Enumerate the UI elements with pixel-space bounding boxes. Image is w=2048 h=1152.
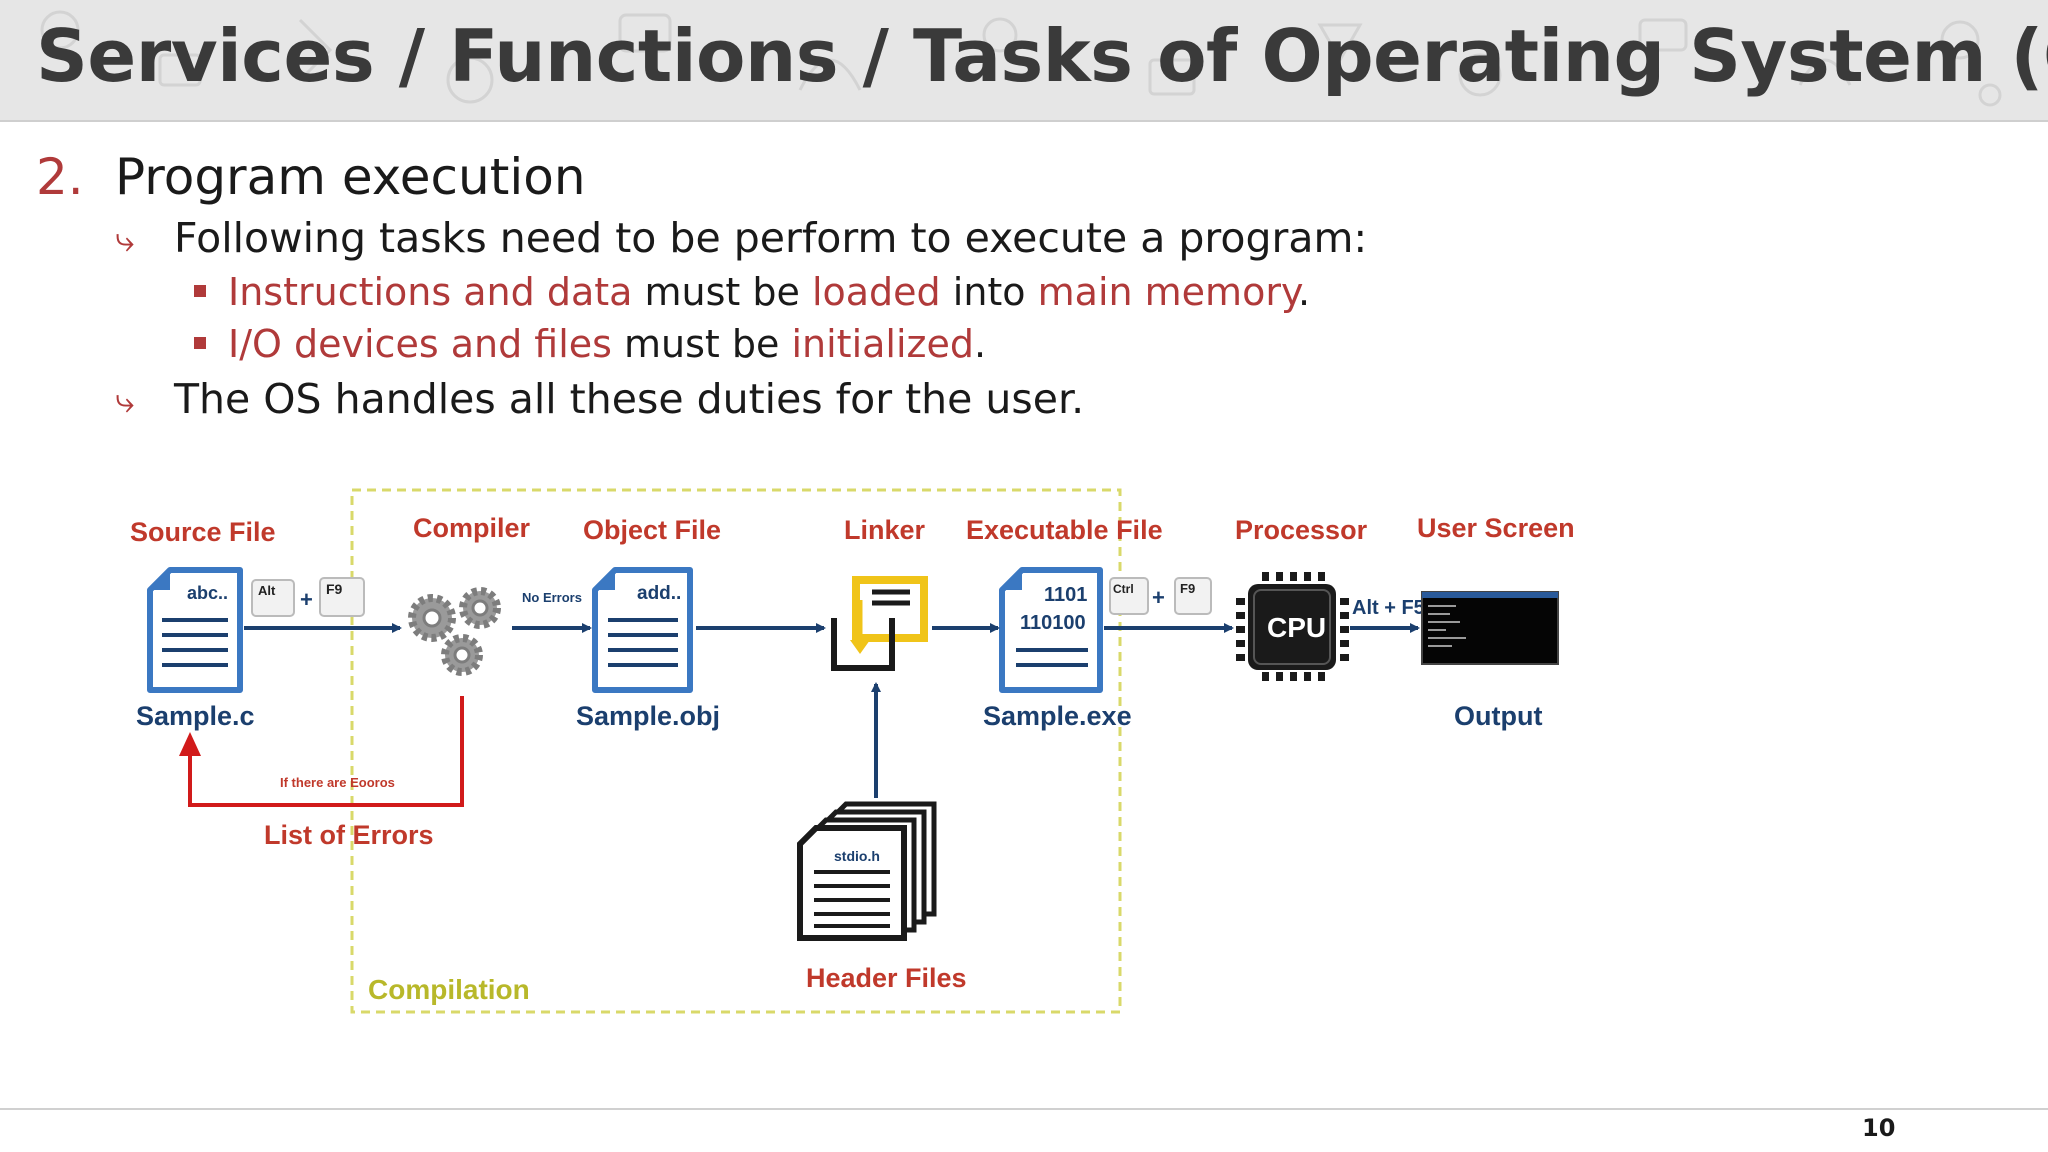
- source-file-label: Source File: [130, 517, 276, 547]
- svg-text:F9: F9: [1180, 581, 1195, 596]
- program-execution-diagram: Source File Compiler Object File Linker …: [130, 488, 1575, 1014]
- output-screen-icon: [1421, 591, 1559, 665]
- object-file-icon: add..: [592, 567, 693, 693]
- title-bar: Services / Functions / Tasks of Operatin…: [0, 0, 2048, 122]
- user-screen-label: User Screen: [1417, 513, 1575, 543]
- source-file-name: Sample.c: [136, 701, 255, 731]
- svg-text:Alt: Alt: [258, 583, 276, 598]
- ctrl-f9-keys: Ctrl + F9: [1109, 577, 1212, 615]
- svg-text:110100: 110100: [1020, 612, 1086, 634]
- header-doc-label: stdio.h: [834, 848, 880, 864]
- linker-icon: [831, 576, 928, 671]
- sub-bullet-text: Instructions and data must be loaded int…: [228, 270, 1311, 314]
- cpu-chip-icon: CPU: [1236, 572, 1349, 681]
- compilation-boundary: [350, 488, 1122, 1014]
- alt-f9-keys: Alt + F9: [251, 577, 365, 617]
- list-of-errors-label: List of Errors: [264, 820, 434, 850]
- object-file-label: Object File: [583, 515, 721, 545]
- executable-file-icon: 1101 110100: [999, 567, 1103, 693]
- page-number: 10: [1862, 1114, 1896, 1142]
- object-file-name: Sample.obj: [576, 701, 720, 731]
- compilation-label: Compilation: [368, 974, 530, 1005]
- header-files-icon: [797, 801, 937, 941]
- svg-text:+: +: [300, 587, 313, 612]
- footer-divider: [0, 1108, 2048, 1110]
- header-doodle-background: [40, 10, 2002, 107]
- slide-title: Services / Functions / Tasks of Operatin…: [36, 14, 2048, 98]
- flow-arrows: [244, 623, 1420, 798]
- error-loop-arrow: [179, 696, 464, 807]
- run-shortcut-label: Alt + F5: [1352, 597, 1425, 619]
- svg-text:abc..: abc..: [187, 583, 228, 603]
- svg-text:+: +: [1152, 585, 1165, 610]
- header-files-label: Header Files: [806, 963, 967, 993]
- executable-file-label: Executable File: [966, 515, 1163, 545]
- hook-arrow-icon: ⤷: [115, 220, 135, 260]
- header-files-lines: [814, 870, 890, 928]
- svg-text:Ctrl: Ctrl: [1113, 582, 1134, 596]
- if-errors-label: If there are Eooros: [280, 775, 395, 790]
- square-bullet-icon: [194, 285, 206, 297]
- source-file-icon: abc..: [147, 567, 243, 693]
- gears-icon: [408, 587, 501, 676]
- section-title: Program execution: [115, 148, 586, 206]
- compiler-label: Compiler: [413, 513, 531, 543]
- bullet-text: The OS handles all these duties for the …: [174, 375, 1085, 423]
- sub-bullet-text: I/O devices and files must be initialize…: [228, 322, 987, 366]
- square-bullet-icon: [194, 337, 206, 349]
- executable-file-name: Sample.exe: [983, 701, 1132, 731]
- svg-text:CPU: CPU: [1267, 612, 1326, 643]
- section-number: 2.: [36, 148, 84, 206]
- linker-label: Linker: [844, 515, 926, 545]
- bullet-text: Following tasks need to be perform to ex…: [174, 214, 1368, 262]
- svg-text:1101: 1101: [1044, 584, 1087, 606]
- processor-label: Processor: [1235, 515, 1368, 545]
- svg-text:F9: F9: [326, 581, 343, 597]
- hook-arrow-icon: ⤷: [115, 381, 135, 421]
- no-errors-label: No Errors: [522, 590, 582, 605]
- svg-text:add..: add..: [637, 583, 681, 604]
- output-label: Output: [1454, 701, 1542, 731]
